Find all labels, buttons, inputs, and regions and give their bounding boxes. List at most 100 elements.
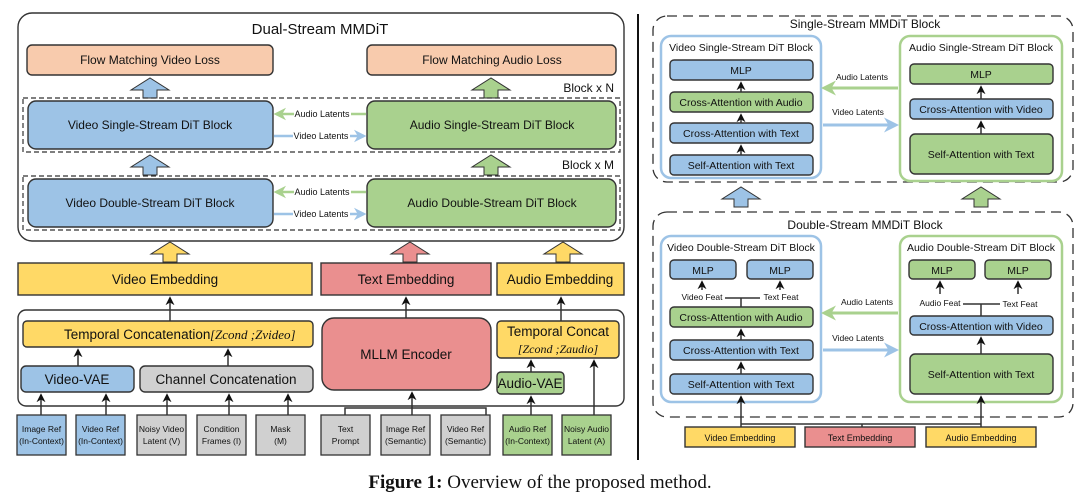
text-embedding-box <box>320 262 492 296</box>
input-box-rect <box>502 414 553 456</box>
label-bg <box>294 108 351 119</box>
right-video-embedding-label: Video Embedding <box>705 433 776 443</box>
video-vae-label: Video-VAE <box>45 372 110 387</box>
as-self-attn-text-label: Self-Attention with Text <box>928 149 1035 161</box>
caption-text: Overview of the proposed method. <box>442 472 711 493</box>
encoder-frame <box>17 309 625 407</box>
as-mlp <box>909 63 1054 85</box>
audio-loss-box <box>366 44 617 76</box>
as-cross-attn-video-label: Cross-Attention with Video <box>919 104 1043 116</box>
video-embedding-box <box>17 262 313 296</box>
video-single-stream-block <box>27 100 274 150</box>
video-loss-box <box>26 44 274 76</box>
input-box: Mask(M) <box>255 414 306 456</box>
input-label-2: (M) <box>274 436 287 446</box>
double-audio-latents-label: Audio Latents <box>841 297 893 307</box>
connector <box>344 407 487 415</box>
audio-single-stream-label: Audio Single-Stream DiT Block <box>410 118 576 132</box>
input-label-2: (In-Context) <box>78 436 123 446</box>
vd-mlp-1 <box>669 259 737 280</box>
input-label-2: (Semantic) <box>445 436 486 446</box>
audio-embedding-label: Audio Embedding <box>507 272 614 287</box>
input-box-rect <box>380 414 431 456</box>
input-box-rect <box>136 414 187 456</box>
input-box-rect <box>16 414 67 456</box>
input-box: Image Ref (In-Context) <box>16 414 67 456</box>
as-mlp-label: MLP <box>970 69 992 81</box>
audio-up-arrow-icon <box>960 186 1002 208</box>
double-stream-group <box>22 175 621 231</box>
ad-cross-attn-video <box>909 315 1054 336</box>
feat-split <box>963 303 1000 316</box>
vd-cross-attn-audio <box>669 306 814 328</box>
input-label-1: Audio Ref <box>509 424 547 434</box>
input-label-1: Noisy Video <box>139 424 184 434</box>
vs-mlp <box>669 59 814 81</box>
audio-up-arrow-icon <box>470 77 512 99</box>
input-label-1: Video Ref <box>447 424 485 434</box>
video-double-stream-block <box>27 178 274 228</box>
right-video-embedding-box <box>684 426 796 448</box>
vd-cross-attn-audio-label: Cross-Attention with Audio <box>679 312 802 324</box>
audio-double-stream-label: Audio Double-Stream DiT Block <box>407 196 577 210</box>
single-stream-group <box>22 97 621 153</box>
mllm-encoder-box <box>321 317 492 391</box>
video-feat-label: Video Feat <box>682 292 724 302</box>
text-embed-up-arrow-icon <box>389 241 431 263</box>
temporal-concat-audio-box <box>496 320 620 359</box>
video-single-stream-label: Video Single-Stream DiT Block <box>68 118 233 132</box>
vd-mlp-1-label: MLP <box>692 265 714 277</box>
input-box-rect <box>561 414 612 456</box>
input-label-2: Frames (I) <box>202 436 241 446</box>
audio-embed-up-arrow-icon <box>542 241 584 263</box>
vs-cross-attn-text-label: Cross-Attention with Text <box>683 128 799 140</box>
audio-vae-label: Audio-VAE <box>497 376 562 391</box>
video-latents-label-2: Video Latents <box>294 209 349 219</box>
input-label-1: Image Ref <box>22 424 62 434</box>
single-audio-latents-label: Audio Latents <box>836 72 888 82</box>
input-box: Video Ref (In-Context) <box>75 414 126 456</box>
input-label-2: (In-Context) <box>19 436 64 446</box>
input-label-2: (In-Context) <box>505 436 550 446</box>
video-latents-label-1: Video Latents <box>294 131 349 141</box>
input-label-2: (Semantic) <box>385 436 426 446</box>
text-feat-label-a: Text Feat <box>1003 299 1039 309</box>
audio-feat-label: Audio Feat <box>919 298 961 308</box>
double-stream-mmdit-title: Double-Stream MMDiT Block <box>787 218 943 232</box>
input-box: Image Ref(Semantic) <box>380 414 431 456</box>
ad-cross-attn-video-label: Cross-Attention with Video <box>919 321 1043 333</box>
inputs-row: Image Ref (In-Context) Video Ref (In-Contex… <box>16 414 612 456</box>
audio-up-arrow-icon <box>470 154 512 176</box>
temporal-concat-video-label: Temporal Concatenation <box>64 327 210 342</box>
feat-split <box>725 297 760 307</box>
audio-single-block-title: Audio Single-Stream DiT Block <box>909 42 1054 54</box>
temporal-concat-audio-label: Temporal Concat <box>507 324 609 339</box>
video-double-stream-label: Video Double-Stream DiT Block <box>66 196 236 210</box>
input-label-2: Latent (V) <box>143 436 180 446</box>
ad-mlp-2 <box>984 259 1052 280</box>
dual-stream-title: Dual-Stream MMDiT <box>252 21 389 38</box>
audio-embedding-box <box>496 262 625 296</box>
video-embedding-label: Video Embedding <box>112 272 218 287</box>
input-label-1: Video Ref <box>82 424 120 434</box>
audio-loss-label: Flow Matching Audio Loss <box>422 53 561 67</box>
block-m-label: Block x M <box>562 158 614 172</box>
single-stream-mmdit-title: Single-Stream MMDiT Block <box>790 17 941 31</box>
input-label-1: Condition <box>204 424 240 434</box>
dual-stream-mmdit-panel: Dual-Stream MMDiT Flow Matching Video Lo… <box>16 12 625 456</box>
vd-cross-attn-text-label: Cross-Attention with Text <box>683 345 799 357</box>
video-loss-label: Flow Matching Video Loss <box>80 53 220 67</box>
input-label-1: Noisy Audio <box>564 424 609 434</box>
text-embedding-label: Text Embedding <box>358 272 455 287</box>
input-box-rect <box>255 414 306 456</box>
mmdit-detail-panel: Single-Stream MMDiT Block Video Single-S… <box>652 15 1074 448</box>
text-feat-label-v: Text Feat <box>764 292 800 302</box>
audio-latents-label-2: Audio Latents <box>294 187 350 197</box>
video-up-arrow-icon <box>129 154 171 176</box>
audio-single-stream-block <box>366 100 617 150</box>
ad-self-attn-text-label: Self-Attention with Text <box>928 369 1035 381</box>
video-up-arrow-icon <box>129 77 171 99</box>
input-box-rect <box>320 414 371 456</box>
